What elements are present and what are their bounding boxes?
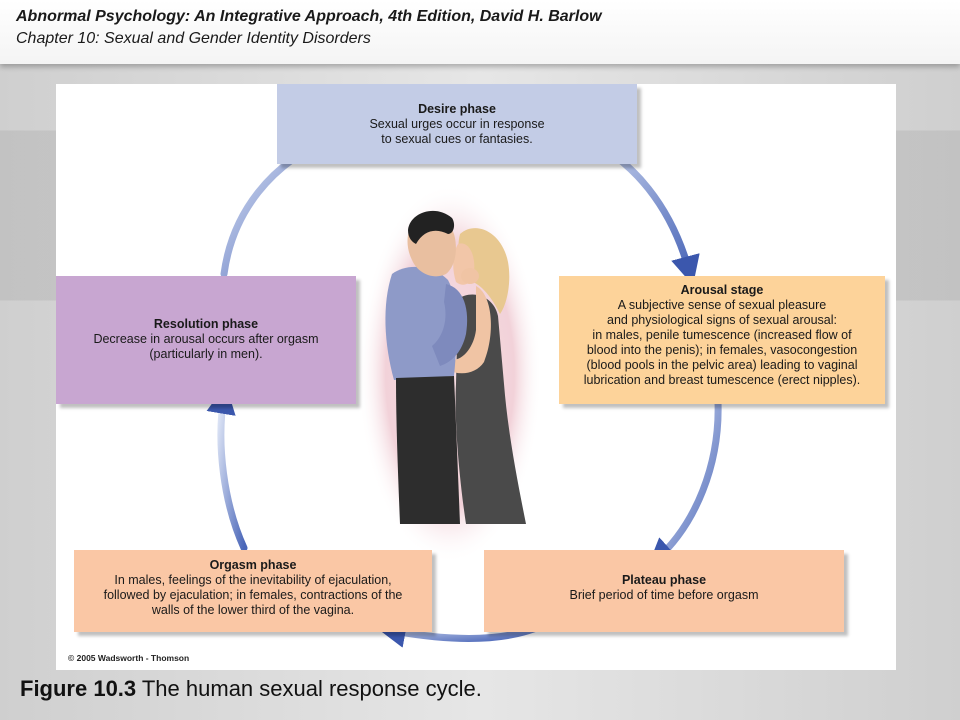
arrow-arousal-to-plateau <box>647 398 722 568</box>
arousal-stage-line: in males, penile tumescence (increased f… <box>592 328 852 342</box>
arrow-orgasm-to-resolution <box>206 384 248 552</box>
chapter-title: Chapter 10: Sexual and Gender Identity D… <box>16 30 371 47</box>
orgasm-phase-title: Orgasm phase <box>209 558 297 572</box>
plateau-phase-box: Plateau phase Brief period of time befor… <box>484 550 844 632</box>
resolution-phase-line: Decrease in arousal occurs after orgasm <box>93 332 319 346</box>
figure-caption: Figure 10.3 The human sexual response cy… <box>20 676 482 702</box>
arousal-stage-box: Arousal stage A subjective sense of sexu… <box>559 276 885 404</box>
desire-phase-line: Sexual urges occur in response <box>369 117 545 131</box>
desire-phase-title: Desire phase <box>418 102 496 116</box>
desire-phase-line: to sexual cues or fantasies. <box>381 132 533 146</box>
orgasm-phase-box: Orgasm phase In males, feelings of the i… <box>74 550 432 632</box>
book-title: Abnormal Psychology: An Integrative Appr… <box>16 8 602 25</box>
copyright-notice: © 2005 Wadsworth - Thomson <box>68 653 190 663</box>
orgasm-phase-line: In males, feelings of the inevitability … <box>114 573 392 587</box>
slide-header: Abnormal Psychology: An Integrative Appr… <box>0 0 960 64</box>
orgasm-phase-line: followed by ejaculation; in females, con… <box>103 588 403 602</box>
cycle-diagram <box>206 128 722 648</box>
arousal-stage-line: (blood pools in the pelvic area) leading… <box>586 358 858 372</box>
plateau-phase-line: Brief period of time before orgasm <box>569 588 759 602</box>
arousal-stage-line: and physiological signs of sexual arousa… <box>607 313 837 327</box>
resolution-phase-title: Resolution phase <box>153 317 259 331</box>
figure-caption-text: The human sexual response cycle. <box>136 676 482 701</box>
arousal-stage-line: blood into the penis); in females, vasoc… <box>586 343 858 357</box>
figure-number: Figure 10.3 <box>20 676 137 701</box>
plateau-phase-title: Plateau phase <box>621 573 707 587</box>
resolution-phase-line: (particularly in men). <box>149 347 263 361</box>
desire-phase-box: Desire phase Sexual urges occur in respo… <box>277 84 637 164</box>
orgasm-phase-line: walls of the lower third of the vagina. <box>151 603 355 617</box>
figure-panel: Desire phase Sexual urges occur in respo… <box>56 84 896 670</box>
arousal-stage-line: lubrication and breast tumescence (erect… <box>583 373 861 387</box>
arousal-stage-line: A subjective sense of sexual pleasure <box>617 298 827 312</box>
couple-illustration <box>385 210 526 524</box>
arousal-stage-title: Arousal stage <box>680 283 764 297</box>
resolution-phase-box: Resolution phase Decrease in arousal occ… <box>56 276 356 404</box>
